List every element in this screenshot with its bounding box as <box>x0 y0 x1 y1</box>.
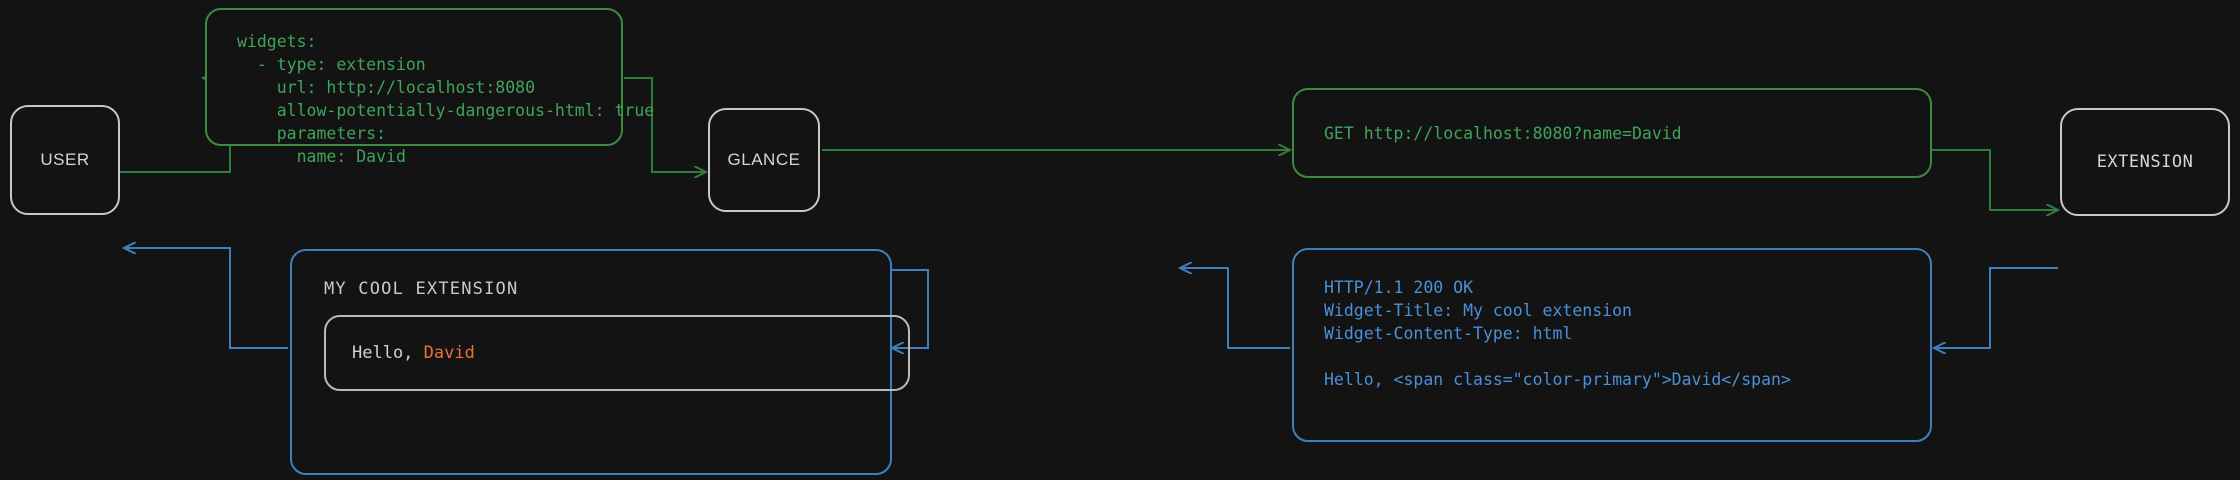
config-yaml-box: widgets: - type: extension url: http://l… <box>205 8 654 166</box>
widget-content-panel: Hello, David <box>324 315 910 391</box>
node-user[interactable]: USER <box>10 105 120 215</box>
wire-config-to-glance <box>624 77 706 172</box>
http-response-box: HTTP/1.1 200 OK Widget-Title: My cool ex… <box>1292 248 1932 442</box>
rendered-widget-box: MY COOL EXTENSION Hello, David <box>290 249 910 475</box>
node-glance[interactable]: GLANCE <box>708 108 820 212</box>
widget-title: MY COOL EXTENSION <box>324 279 519 299</box>
node-extension-label: EXTENSION <box>2096 152 2194 172</box>
http-request-text: GET http://localhost:8080?name=David <box>1324 123 1682 143</box>
http-request-box: GET http://localhost:8080?name=David <box>1292 88 1932 178</box>
wire-extension-to-response <box>1934 267 2058 348</box>
wire-request-to-extension <box>1932 149 2058 210</box>
widget-name-value: David <box>423 343 475 363</box>
node-extension[interactable]: EXTENSION <box>2060 108 2230 216</box>
http-response-text: HTTP/1.1 200 OK Widget-Title: My cool ex… <box>1324 278 1791 389</box>
config-yaml-text: widgets: - type: extension url: http://l… <box>237 32 655 166</box>
node-user-label: USER <box>40 150 90 169</box>
widget-greeting-text: Hello, <box>352 343 424 363</box>
wire-response-to-glance <box>1180 268 1290 349</box>
wire-widget-to-user <box>124 248 288 349</box>
node-glance-label: GLANCE <box>727 150 801 169</box>
